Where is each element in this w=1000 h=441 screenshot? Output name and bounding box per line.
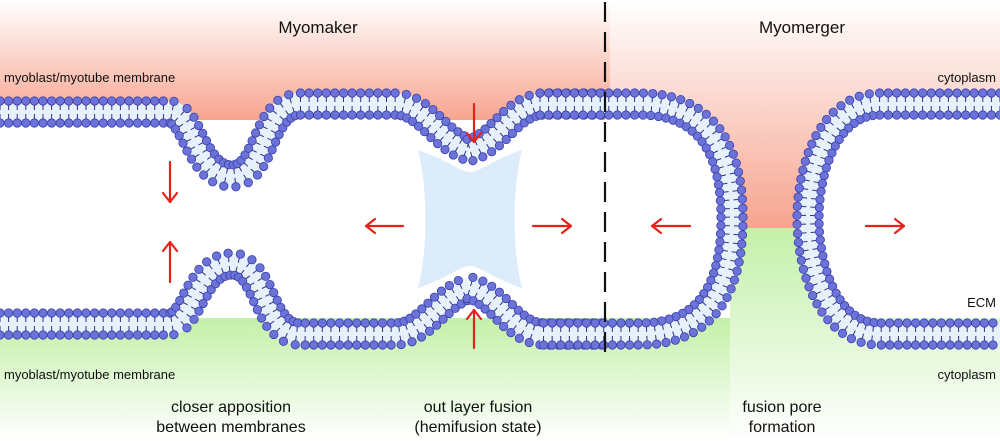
caption-stage3-line2: formation [749, 419, 816, 436]
hemifusion-diaphragm [418, 150, 522, 288]
membrane-stage3-left [535, 88, 748, 350]
arrow-up-stage2 [465, 308, 483, 350]
cytoplasm-label-bottom: cytoplasm [937, 367, 996, 382]
extracellular-gap [815, 118, 1000, 318]
lipid-heads [0, 248, 472, 350]
arrow-down-stage2 [465, 102, 483, 144]
arrow-left-stage3 [650, 217, 692, 235]
caption-stage2-line1: out layer fusion [424, 399, 533, 416]
caption-stage2-line2: (hemifusion state) [414, 419, 541, 436]
caption-stage1-line2: between membranes [156, 419, 305, 436]
membrane-label-top: myoblast/myotube membrane [4, 70, 175, 85]
myomaker-title: Myomaker [278, 18, 358, 37]
ecm-label: ECM [967, 295, 996, 310]
myomerger-title: Myomerger [759, 18, 845, 37]
extracellular-gap [605, 118, 725, 318]
arrow-right-stage3 [864, 217, 906, 235]
membrane-bottom-left [0, 248, 474, 350]
force-arrows [161, 102, 906, 350]
caption-stage3-line1: fusion pore [742, 399, 821, 416]
membranes [0, 88, 1000, 350]
cytoplasm-label-top: cytoplasm [937, 70, 996, 85]
arrow-up-stage1 [161, 240, 179, 284]
membrane-label-bottom: myoblast/myotube membrane [4, 367, 175, 382]
lipid-heads [0, 88, 475, 192]
arrow-right-stage2 [531, 217, 573, 235]
lipid-heads [792, 88, 1000, 350]
arrow-down-stage1 [161, 160, 179, 204]
arrow-left-stage2 [364, 217, 405, 235]
membrane-top-left [0, 88, 475, 192]
lipid-heads [535, 88, 748, 350]
membrane-stage3-right [792, 88, 1000, 350]
caption-stage1-line1: closer apposition [171, 399, 291, 416]
